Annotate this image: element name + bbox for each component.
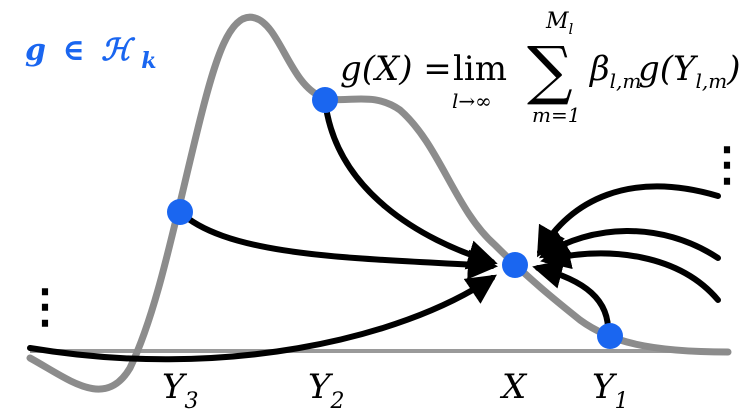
formula-lim-sub: l→∞ [452, 89, 492, 113]
limit-formula: g(X) = lim l→∞ ∑ Ml m=1 βl,m g(Yl,m) [340, 9, 740, 127]
formula-sum: ∑ [527, 34, 573, 108]
formula-sum-bottom: m=1 [532, 103, 580, 127]
point-y2-on-curve [312, 87, 338, 113]
arrow-from-y1-point [532, 259, 612, 337]
formula-lim: lim [453, 49, 507, 89]
space-label: g ∈ ℋ k [25, 33, 156, 74]
formula-g-arg: g(Yl,m) [638, 49, 740, 93]
label-y3: Y3 [162, 367, 198, 414]
ellipsis-left: ⋮ [22, 279, 68, 333]
function-curve [26, 13, 732, 393]
point-y1-on-curve [597, 323, 623, 349]
arrows [27, 97, 721, 363]
arrow-from-right-3 [540, 239, 721, 303]
arrow-from-y3-point [177, 209, 498, 280]
formula-beta: βl,m [588, 49, 641, 93]
arrow-from-left-offscreen [27, 274, 497, 363]
point-x-on-curve [502, 252, 528, 278]
formula-sum-top: Ml [545, 9, 574, 38]
formula-lhs: g(X) = [340, 49, 452, 89]
ellipsis-right: ⋮ [704, 137, 750, 191]
label-y2: Y2 [308, 367, 344, 414]
label-x: X [499, 367, 528, 407]
arrow-from-y2-point [322, 97, 498, 270]
label-y1: Y1 [592, 367, 628, 414]
point-y3-on-curve [167, 199, 193, 225]
